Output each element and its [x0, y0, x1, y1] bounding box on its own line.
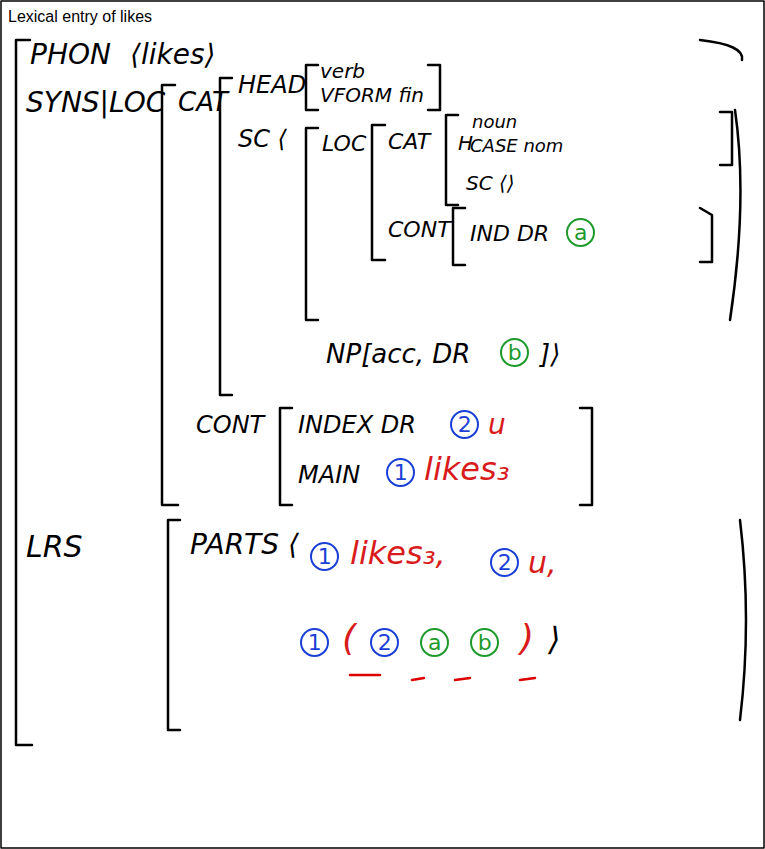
- type-name: verb: [320, 60, 365, 82]
- tag-number: 2: [450, 410, 479, 439]
- feature-name: LOC: [322, 132, 366, 156]
- main-constant: likes₃: [424, 452, 510, 487]
- part-term: likes₃,: [350, 536, 446, 571]
- feature-value: VFORM fin: [320, 84, 424, 106]
- tag-number: b: [500, 338, 529, 367]
- tag-number: 1: [386, 458, 415, 487]
- tag-number: 2: [370, 628, 399, 657]
- tag-number: 2: [490, 548, 519, 577]
- part-term: u,: [528, 546, 557, 579]
- feature-name: IND DR: [470, 222, 549, 246]
- feature-name: CAT: [178, 88, 228, 117]
- bracket-text: ]⟩: [540, 340, 560, 369]
- type-name: noun: [472, 112, 517, 132]
- feature-name: SC ⟨: [238, 126, 287, 152]
- bracket-text: (: [342, 618, 356, 658]
- feature-name: PARTS ⟨: [190, 530, 299, 561]
- tag-number: a: [566, 218, 595, 247]
- variable: u: [488, 410, 506, 441]
- feature-name: INDEX DR: [298, 412, 416, 438]
- tag-number: a: [420, 628, 449, 657]
- feature-name: MAIN: [298, 462, 360, 488]
- feature-name: HEAD: [238, 72, 306, 98]
- np-abbreviation: NP[acc, DR: [326, 340, 470, 369]
- bracket-text: ): [520, 618, 534, 658]
- feature-value: CASE nom: [470, 136, 563, 156]
- tag-number: 1: [310, 542, 339, 571]
- feature-name: PHON: [30, 40, 111, 71]
- feature-name: LRS: [26, 530, 83, 563]
- feature-name: CAT: [388, 130, 430, 154]
- title: Lexical entry of likes: [8, 8, 152, 26]
- tag-number: 1: [300, 628, 329, 657]
- feature-name: SYNS|LOC: [26, 88, 165, 119]
- bracket-text: ⟩: [548, 622, 560, 657]
- feature-name: CONT: [388, 218, 451, 242]
- feature-name: CONT: [196, 412, 264, 438]
- feature-name: SC ⟨⟩: [466, 172, 515, 194]
- phon-value: ⟨likes⟩: [130, 40, 215, 71]
- tag-number: b: [470, 628, 499, 657]
